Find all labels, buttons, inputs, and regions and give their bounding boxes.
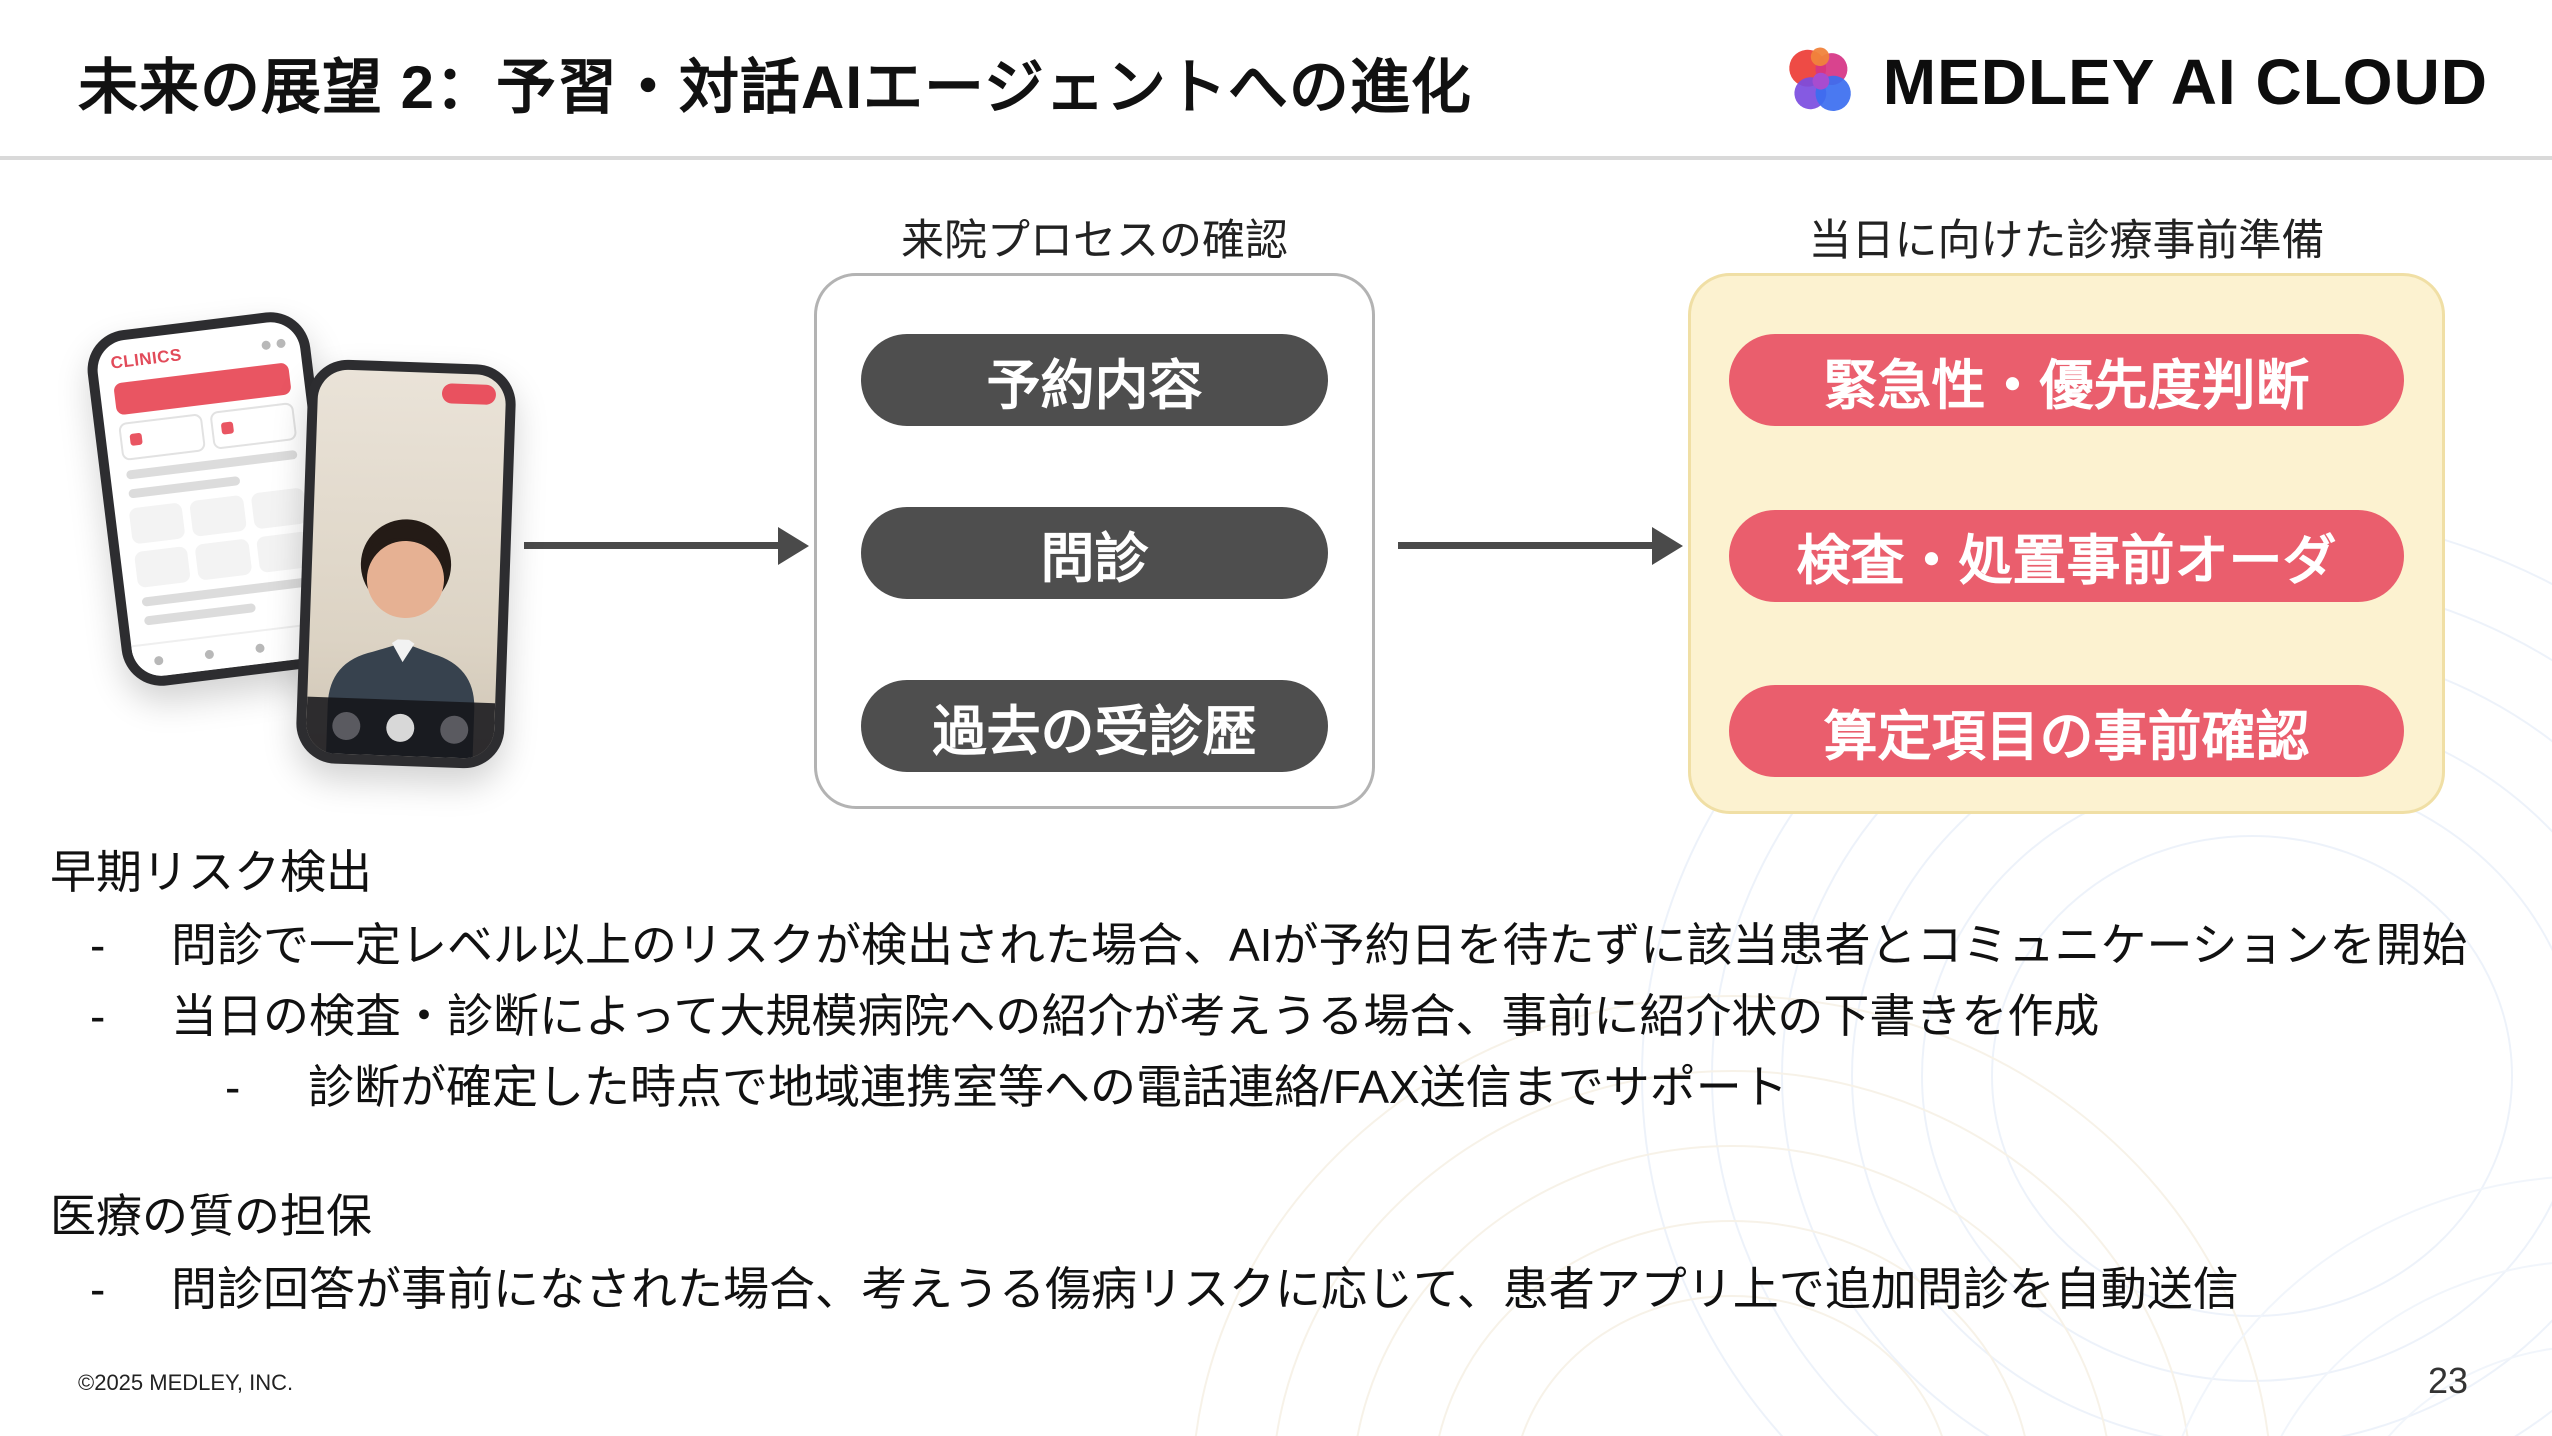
- bullet-marker: -: [90, 919, 106, 971]
- prep-pill-billing: 算定項目の事前確認: [1729, 685, 2404, 777]
- prep-column-label: 当日に向けた診療事前準備: [1808, 217, 2325, 265]
- medley-logo-icon: [1788, 47, 1851, 112]
- video-control-icon: [385, 713, 415, 743]
- process-pill-interview: 問診: [861, 507, 1328, 599]
- bullet-item: - 当日の検査・診断によって大規模病院への紹介が考えうる場合、事前に紹介状の下書…: [50, 989, 2496, 1044]
- prep-pill-urgency: 緊急性・優先度判断: [1729, 334, 2404, 426]
- app-text-line: [128, 475, 241, 499]
- bullet-item-sub: - 診断が確定した時点で地域連携室等への電話連絡/FAX送信までサポート: [50, 1060, 2496, 1115]
- medley-logo-text: MEDLEY AI CLOUD: [1882, 46, 2488, 118]
- bullet-text: 問診回答が事前になされた場合、考えうる傷病リスクに応じて、患者アプリ上で追加問診…: [171, 1262, 2239, 1315]
- app-chip: [209, 401, 298, 450]
- prep-pill-preorder: 検査・処置事前オーダ: [1729, 509, 2404, 602]
- preparation-box: 緊急性・優先度判断 検査・処置事前オーダ 算定項目の事前確認: [1688, 273, 2445, 814]
- app-text-line: [143, 603, 257, 626]
- section-quality: 医療の質の担保 - 問診回答が事前になされた場合、考えうる傷病リスクに応じて、患…: [50, 1180, 2496, 1317]
- arrow-right-icon: [524, 542, 778, 549]
- process-column-label: 来院プロセスの確認: [901, 217, 1288, 265]
- bullet-item: - 問診で一定レベル以上のリスクが検出された場合、AIが予約日を待たずに該当患者…: [50, 918, 2496, 973]
- bullet-text: 診断が確定した時点で地域連携室等への電話連絡/FAX送信までサポート: [308, 1061, 1788, 1114]
- clinics-brand-text: CLINICS: [109, 345, 183, 373]
- section-heading: 早期リスク検出: [50, 846, 372, 898]
- bullet-marker: -: [225, 1061, 241, 1114]
- slide-header: 未来の展望 2：予習・対話AIエージェントへの進化 MEDLEY AI CLOU…: [78, 26, 2488, 138]
- bullet-text: 問診で一定レベル以上のリスクが検出された場合、AIが予約日を待たずに該当患者とコ…: [171, 919, 2468, 971]
- page-title: 未来の展望 2：予習・対話AIエージェントへの進化: [78, 53, 1472, 121]
- app-header-icons: [261, 337, 286, 350]
- page-number: 23: [2427, 1360, 2468, 1401]
- app-chip: [118, 413, 207, 462]
- body-text: 早期リスク検出 - 問診で一定レベル以上のリスクが検出された場合、AIが予約日を…: [50, 836, 2496, 1333]
- arrow-right-icon: [1398, 542, 1652, 549]
- section-heading: 医療の質の担保: [50, 1189, 372, 1242]
- section-early-risk: 早期リスク検出 - 問診で一定レベル以上のリスクが検出された場合、AIが予約日を…: [50, 836, 2496, 1116]
- process-pill-history: 過去の受診歴: [861, 680, 1328, 772]
- doctor-video-phone-mockup: [295, 358, 517, 770]
- process-pill-reservation: 予約内容: [861, 334, 1328, 426]
- app-menu-tile: [133, 545, 192, 589]
- app-menu-grid: [128, 487, 313, 589]
- video-controls-bar: [305, 696, 496, 760]
- copyright-text: ©2025 MEDLEY, INC.: [78, 1370, 294, 1395]
- header-divider: [0, 156, 2552, 160]
- end-call-button: [441, 383, 497, 406]
- video-control-icon: [331, 711, 361, 741]
- bullet-marker: -: [90, 1262, 106, 1315]
- app-menu-tile: [194, 538, 253, 581]
- doctor-video-screen: [305, 368, 507, 760]
- bullet-item: - 問診回答が事前になされた場合、考えうる傷病リスクに応じて、患者アプリ上で追加…: [50, 1262, 2496, 1317]
- visit-process-box: 予約内容 問診 過去の受診歴: [814, 273, 1375, 809]
- app-menu-tile: [250, 487, 308, 530]
- app-menu-tile: [128, 502, 186, 545]
- bullet-text: 当日の検査・診断によって大規模病院への紹介が考えうる場合、事前に紹介状の下書きを…: [171, 990, 2100, 1043]
- bullet-marker: -: [90, 990, 106, 1043]
- app-menu-tile: [189, 494, 247, 537]
- video-control-icon: [439, 715, 469, 745]
- medley-logo: MEDLEY AI CLOUD: [1779, 40, 2488, 124]
